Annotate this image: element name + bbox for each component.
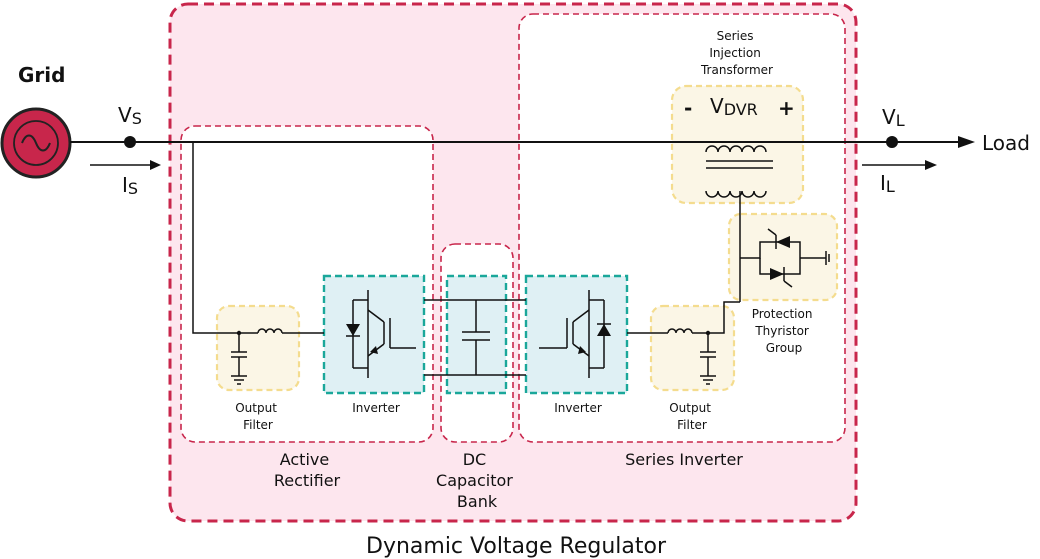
transformer-label: Series Injection Transformer — [700, 29, 773, 77]
grid-label: Grid — [18, 63, 65, 87]
output-filter-left-box — [215, 304, 301, 392]
vdvr-plus: + — [778, 96, 795, 120]
vdvr-minus: - — [684, 96, 692, 120]
vl-label: VL — [882, 105, 905, 130]
inverter-left-label: Inverter — [352, 401, 400, 415]
vdvr-label: VDVR — [710, 94, 758, 119]
dvr-title: Dynamic Voltage Regulator — [366, 534, 667, 559]
thyristor-box — [727, 212, 839, 302]
inverter-right-label: Inverter — [554, 401, 602, 415]
vs-node — [124, 136, 136, 148]
transformer-icon — [705, 145, 773, 198]
inverter-right-box — [524, 274, 629, 395]
output-filter-right-box — [649, 304, 736, 392]
igbt-left-icon — [346, 290, 416, 378]
igbt-right-icon — [539, 290, 611, 378]
load-arrow-icon — [958, 136, 975, 148]
transformer-box — [670, 84, 805, 205]
active-rectifier-label: Active Rectifier — [274, 450, 341, 490]
vl-node — [886, 136, 898, 148]
output-filter-right-label: Output Filter — [669, 401, 715, 432]
il-label: IL — [880, 171, 895, 196]
protection-label: Protection Thyristor Group — [752, 307, 817, 355]
vs-label: VS — [118, 103, 142, 128]
is-label: IS — [122, 173, 138, 198]
output-filter-left-label: Output Filter — [235, 401, 281, 432]
dc-bank-label: DC Capacitor Bank — [436, 450, 518, 511]
inverter-left-box — [322, 274, 426, 395]
il-arrow-icon — [925, 160, 937, 170]
series-inverter-label: Series Inverter — [625, 450, 743, 469]
load-label: Load — [982, 131, 1030, 155]
is-arrow-icon — [150, 160, 161, 170]
thyristor-icon — [740, 228, 830, 288]
